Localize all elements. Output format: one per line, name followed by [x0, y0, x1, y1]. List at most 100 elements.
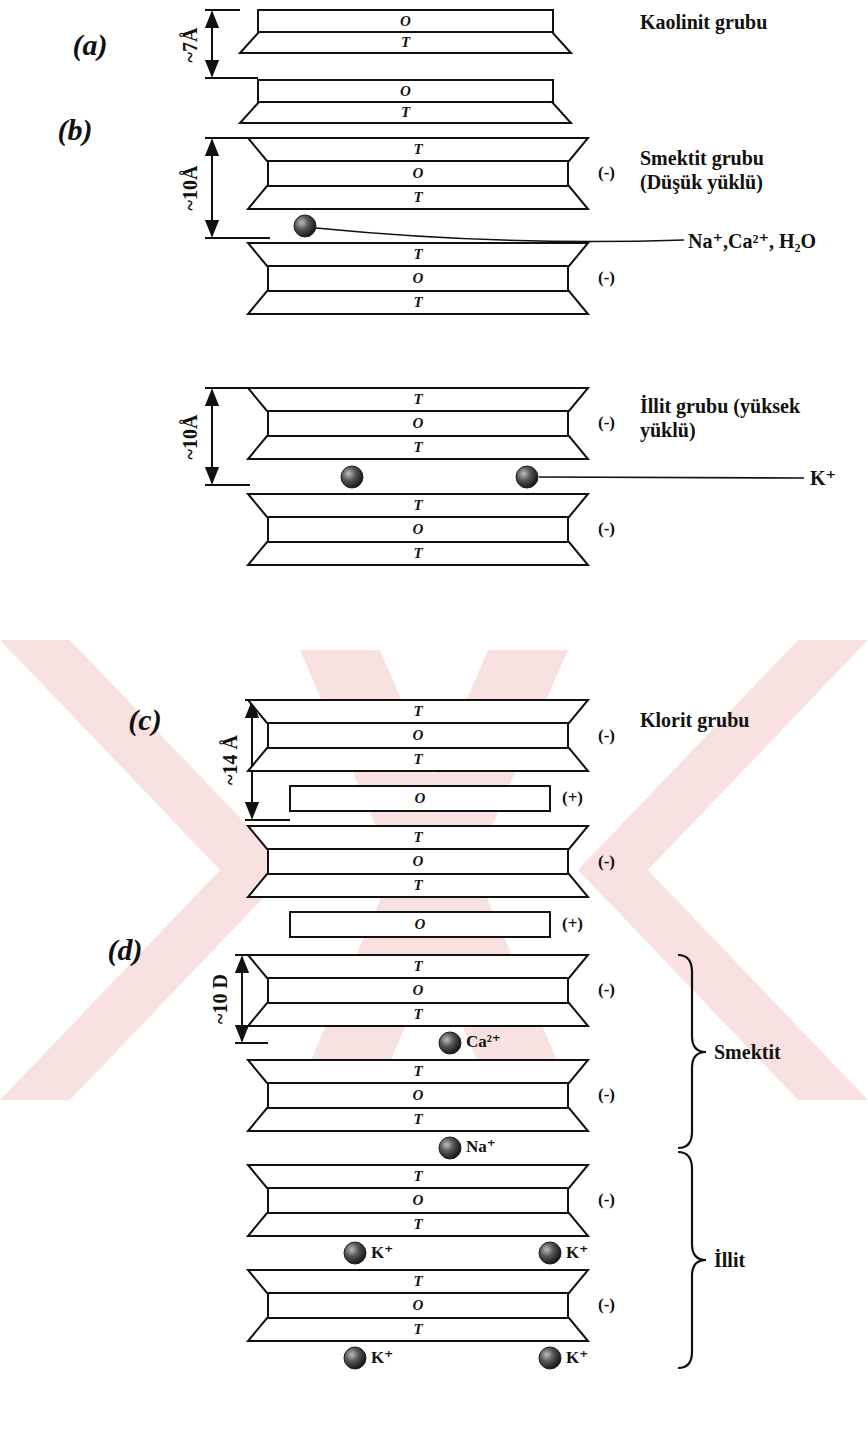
sheet-letter: T — [413, 1007, 422, 1022]
sheet-letter: O — [413, 166, 424, 181]
tetrahedral-sheet: T — [248, 138, 588, 161]
octahedral-sheet: O — [268, 849, 568, 874]
sheet-letter: T — [401, 105, 410, 120]
sheet-letter: T — [413, 752, 422, 767]
charge-sign: (-) — [598, 519, 615, 539]
charge-sign: (-) — [598, 268, 615, 288]
sheet-letter: O — [413, 522, 424, 537]
sheet-letter: T — [401, 35, 410, 50]
sheet-shape — [248, 388, 588, 411]
octahedral-sheet: O — [290, 912, 550, 937]
octahedral-sheet: O — [290, 786, 550, 811]
sheet-shape — [248, 243, 588, 266]
octahedral-sheet: O — [268, 266, 568, 291]
sheet-shape — [248, 1270, 588, 1293]
sheet-letter: O — [400, 14, 411, 29]
tetrahedral-sheet: T — [248, 874, 588, 897]
sheet-shape — [248, 494, 588, 517]
sheet-letter: T — [413, 1112, 422, 1127]
sheet-letter: O — [413, 1193, 424, 1208]
dimension-label: ~14 Å — [218, 735, 242, 785]
ion-label: K⁺ — [566, 1348, 588, 1368]
sheet-shape — [290, 786, 550, 811]
ion-label: K⁺ — [566, 1243, 588, 1263]
sheet-shape — [248, 748, 588, 771]
sheet-letter: T — [413, 959, 422, 974]
sheet-shape — [248, 955, 588, 978]
sheet-letter: T — [413, 295, 422, 310]
tetrahedral-sheet: T — [248, 291, 588, 314]
sheet-letter: T — [413, 498, 422, 513]
octahedral-sheet: O — [268, 517, 568, 542]
tetrahedral-sheet: T — [248, 700, 588, 723]
group-name: İllit — [714, 1248, 745, 1272]
watermark — [0, 640, 868, 1100]
group-name: Smektit grubu (Düşük yüklü) — [640, 146, 818, 194]
dimension-label: ~10Å — [178, 415, 202, 460]
sheet-letter: T — [413, 440, 422, 455]
tetrahedral-sheet: T — [248, 436, 588, 459]
sheet-letter: T — [413, 878, 422, 893]
sheet-shape — [258, 80, 553, 102]
sheet-shape — [248, 138, 588, 161]
curly-brace — [678, 955, 706, 1368]
charge-sign: (-) — [598, 163, 615, 183]
panel-letter: (b) — [58, 112, 93, 148]
sheet-shape — [268, 266, 568, 291]
sheet-shape — [248, 186, 588, 209]
charge-sign: (-) — [598, 413, 615, 433]
sheet-shape — [248, 874, 588, 897]
sheet-letter: O — [413, 854, 424, 869]
dimension-label: ~10Å — [178, 166, 202, 211]
sheet-letter: T — [413, 142, 422, 157]
sheet-shape — [268, 1188, 568, 1213]
sheet-letter: T — [413, 830, 422, 845]
panel-letter: (a) — [73, 27, 108, 63]
tetrahedral-sheet: T — [248, 186, 588, 209]
tetrahedral-sheet: T — [248, 748, 588, 771]
tetrahedral-sheet: T — [248, 1270, 588, 1293]
octahedral-sheet: O — [258, 10, 553, 32]
charge-sign: (-) — [598, 852, 615, 872]
sheet-letter: T — [413, 1217, 422, 1232]
dimension-label: ~10 D — [208, 974, 232, 1024]
sheet-shape — [248, 1060, 588, 1083]
tetrahedral-sheet: T — [248, 1318, 588, 1341]
sheet-letter: O — [413, 1088, 424, 1103]
octahedral-sheet: O — [268, 1188, 568, 1213]
sheet-shape — [248, 542, 588, 565]
sheet-shape — [268, 517, 568, 542]
sheet-shape — [268, 1293, 568, 1318]
tetrahedral-sheet: T — [248, 1060, 588, 1083]
sheet-shape — [268, 161, 568, 186]
sheet-shape — [248, 436, 588, 459]
ion-label: Na⁺ — [466, 1137, 496, 1157]
sheet-letter: T — [413, 704, 422, 719]
sheet-shape — [268, 978, 568, 1003]
charge-sign: (-) — [598, 980, 615, 1000]
octahedral-sheet: O — [268, 978, 568, 1003]
octahedral-sheet: O — [268, 723, 568, 748]
sheet-shape — [268, 849, 568, 874]
sheet-shape — [240, 102, 571, 123]
ion-label: K⁺ — [810, 466, 836, 490]
tetrahedral-sheet: T — [240, 32, 571, 53]
charge-sign: (-) — [598, 1190, 615, 1210]
sheet-letter: T — [413, 190, 422, 205]
ion-label: K⁺ — [371, 1243, 393, 1263]
dimension-label: ~7Å — [178, 28, 202, 63]
sheet-shape — [268, 723, 568, 748]
tetrahedral-sheet: T — [248, 1108, 588, 1131]
sheet-letter: O — [415, 917, 426, 932]
charge-sign: (-) — [598, 1295, 615, 1315]
tetrahedral-sheet: T — [248, 1003, 588, 1026]
sheet-letter: O — [413, 416, 424, 431]
sheet-shape — [258, 10, 553, 32]
sheet-shape — [240, 32, 571, 53]
sheet-shape — [248, 1213, 588, 1236]
tetrahedral-sheet: T — [248, 1213, 588, 1236]
ion-label: K⁺ — [371, 1348, 393, 1368]
sheet-shape — [290, 912, 550, 937]
sheet-letter: O — [415, 791, 426, 806]
